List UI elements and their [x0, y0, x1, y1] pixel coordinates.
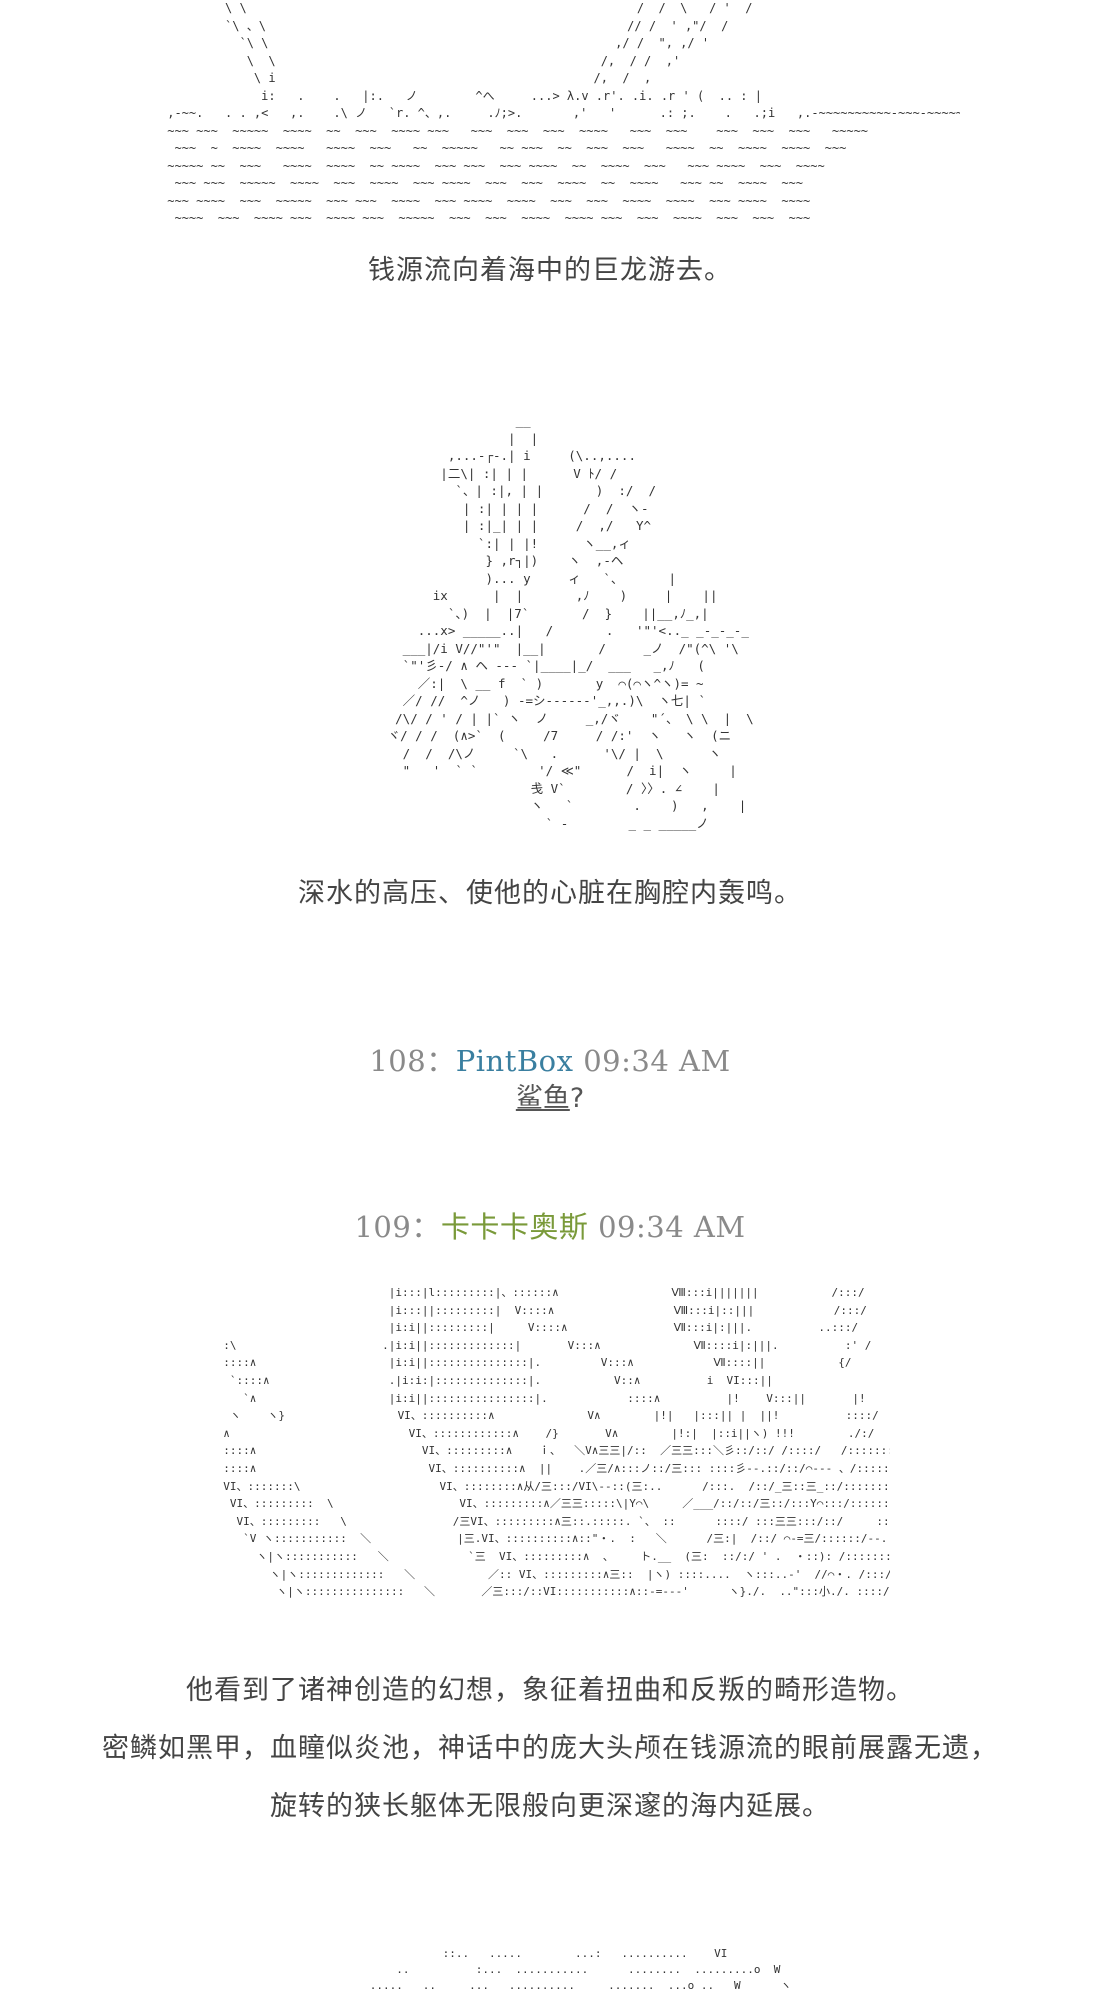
- post-time: 09:34 AM: [583, 1044, 731, 1078]
- sea-ascii-art: \ \ / / \ / ' / `\ 、\ // / ' ,"/ / `\ \: [167, 1, 960, 225]
- post-109-header: 109：卡卡卡奥斯 09:34 AM: [0, 1204, 1100, 1246]
- caption-dragon-swim: 钱源流向着海中的巨龙游去。: [368, 255, 732, 286]
- caption-line-3: 旋转的狭长躯体无限般向更深邃的海内延展。: [270, 1791, 830, 1822]
- caption-heart-pound: 深水的高压、使他的心脏在胸腔内轰鸣。: [298, 878, 802, 909]
- post-separator: ：: [426, 1044, 456, 1078]
- caption-line-1: 他看到了诸神创造的幻想，象征着扭曲和反叛的畸形造物。: [186, 1675, 914, 1706]
- post-108-header: 108：PintBox 09:34 AM: [0, 1038, 1100, 1080]
- post-separator: ：: [411, 1210, 441, 1244]
- reply-tail: ?: [569, 1083, 585, 1114]
- reply-anchor-link[interactable]: 鲨鱼: [515, 1083, 570, 1114]
- bottom-ascii-art: ::.. ..... ...: .......... VI .. :... ..…: [369, 1947, 792, 1992]
- caption-line-2: 密鳞如黑甲，血瞳似炎池，神话中的庞大头颅在钱源流的眼前展露无遗，: [102, 1733, 998, 1764]
- post-number: 108: [369, 1044, 427, 1078]
- post-author-link[interactable]: 卡卡卡奥斯: [440, 1210, 589, 1244]
- post-author-link[interactable]: PintBox: [455, 1044, 574, 1078]
- post-108-body: 鲨鱼?: [0, 1076, 1100, 1115]
- post-number: 109: [354, 1210, 412, 1244]
- dragon-ascii-art: |i:::|l:::::::::|、::::::∧ Ⅷ:::i||||||| /…: [223, 1286, 890, 1599]
- heart-ascii-art: __ | | ,...-┌-.| i (\..,.... |二\| :| | |…: [387, 413, 754, 831]
- post-time: 09:34 AM: [598, 1210, 746, 1244]
